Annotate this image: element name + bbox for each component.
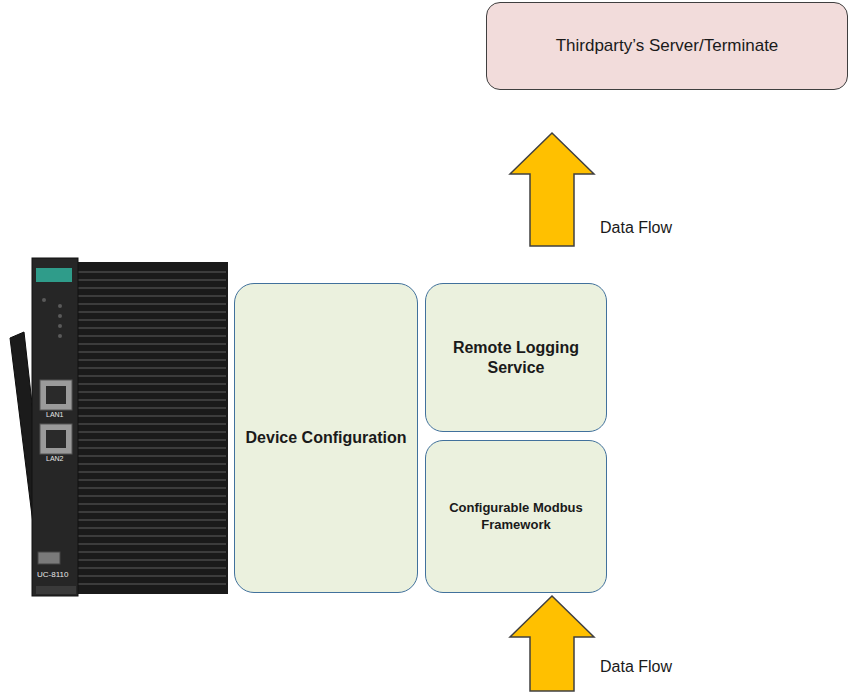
- box-title: Configurable Modbus Framework: [436, 500, 596, 533]
- front-panel: [32, 258, 78, 596]
- port-name: LAN2: [46, 455, 64, 463]
- module-box: Configurable Modbus Framework: [425, 440, 607, 593]
- cooling-ribs: [78, 272, 226, 584]
- status-leds: [42, 298, 62, 338]
- port-name: LAN1: [46, 411, 64, 419]
- data-flow-arrow: [510, 133, 594, 246]
- usb-port: [38, 552, 60, 564]
- lan-ports: [40, 380, 72, 454]
- device-body: [76, 262, 228, 594]
- brand-badge: [36, 268, 72, 282]
- flow-label: Data Flow: [600, 657, 672, 676]
- flow-label: Data Flow: [600, 218, 672, 237]
- box-title: Remote Logging Service: [436, 338, 596, 378]
- module-box: Device Configuration: [234, 283, 418, 593]
- data-flow-arrow: [510, 596, 594, 691]
- box-title: Thirdparty’s Server/Terminate: [556, 35, 779, 56]
- server-box: Thirdparty’s Server/Terminate: [486, 2, 848, 90]
- module-box: Remote Logging Service: [425, 283, 607, 432]
- model-name: UC-8110: [37, 570, 68, 580]
- box-title: Device Configuration: [246, 428, 407, 448]
- terminal-block: [36, 586, 76, 594]
